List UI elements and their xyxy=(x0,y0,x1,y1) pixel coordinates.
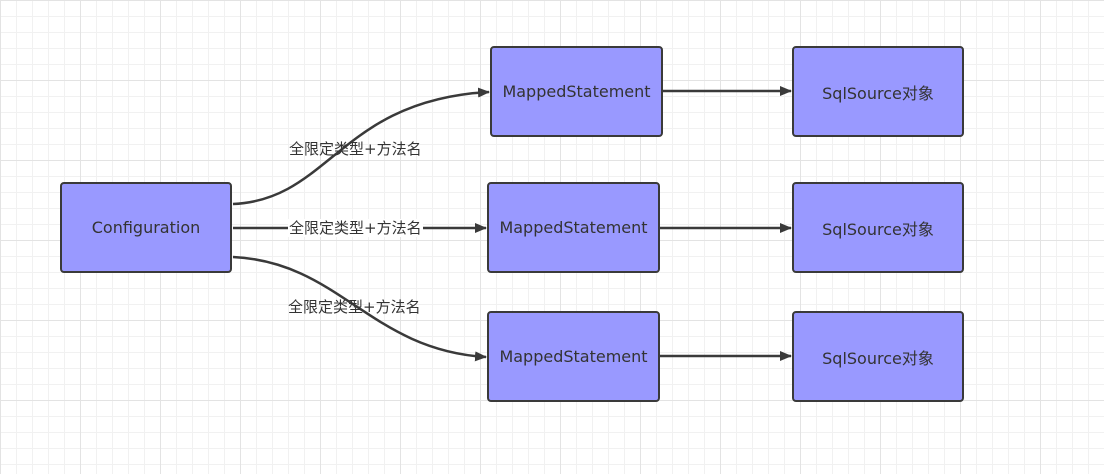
node-configuration[interactable]: Configuration xyxy=(60,182,232,273)
edge-label-2: 全限定类型+方法名 xyxy=(288,219,423,237)
edge-config-to-statement-1 xyxy=(232,87,490,206)
node-sqlsource-1[interactable]: SqlSource对象 xyxy=(792,46,964,137)
edge-label-3: 全限定类型+方法名 xyxy=(288,298,421,316)
node-mapped-statement-2[interactable]: MappedStatement xyxy=(487,182,660,273)
node-mapped-statement-1[interactable]: MappedStatement xyxy=(490,46,663,137)
edge-label-1: 全限定类型+方法名 xyxy=(289,140,422,158)
edge-config-to-statement-3 xyxy=(232,255,487,362)
node-sqlsource-3[interactable]: SqlSource对象 xyxy=(792,311,964,402)
node-mapped-statement-3[interactable]: MappedStatement xyxy=(487,311,660,402)
node-sqlsource-2[interactable]: SqlSource对象 xyxy=(792,182,964,273)
